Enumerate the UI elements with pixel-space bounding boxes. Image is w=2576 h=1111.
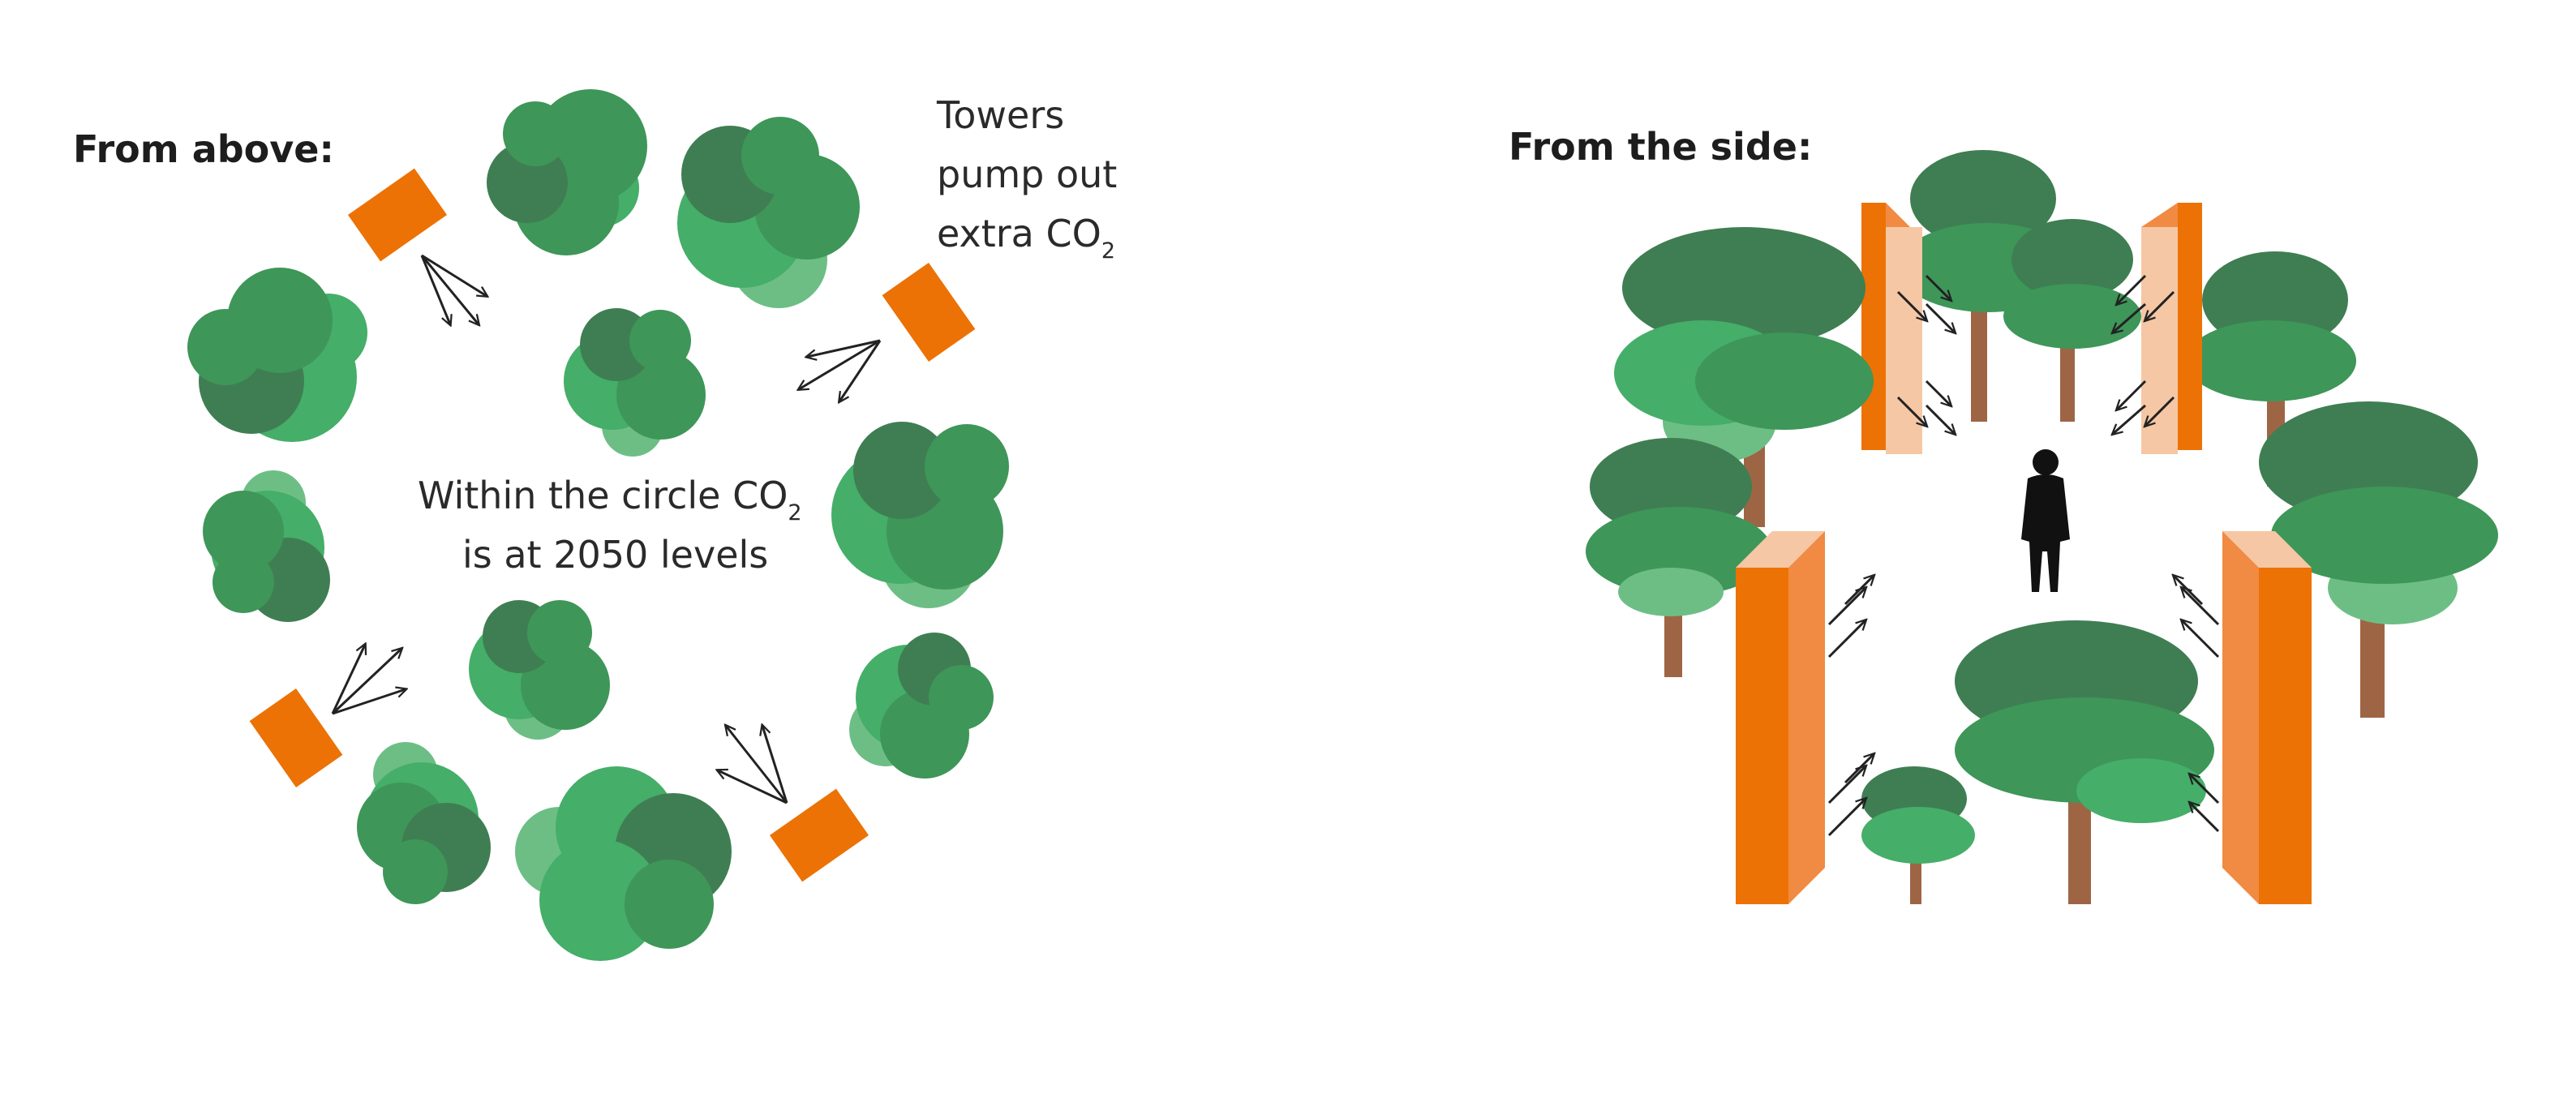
tree-icon	[1586, 438, 1772, 677]
arrow-icon	[420, 254, 487, 324]
person-icon	[2021, 449, 2070, 592]
circle-label-line1: Within the circle CO2	[418, 474, 802, 525]
tree-icon	[849, 633, 994, 779]
tower-icon	[1736, 531, 1825, 904]
tower-label-line1: Towers	[936, 93, 1064, 137]
tower-icon	[2222, 531, 2312, 904]
arrow-icon	[2174, 576, 2220, 833]
tower-label-line3: extra CO2	[937, 212, 1115, 264]
arrow-icon	[1827, 576, 1874, 837]
arrow-icon	[1896, 274, 1955, 434]
tree-icon	[2259, 401, 2498, 718]
tree-icon	[469, 600, 610, 740]
tree-icon	[487, 89, 647, 255]
tower-icon	[2141, 203, 2202, 454]
tower-icon	[249, 688, 343, 788]
tree-icon	[1861, 766, 1975, 904]
tree-icon	[357, 742, 491, 904]
arrow-icon	[331, 645, 406, 715]
tree-icon	[1614, 227, 1874, 527]
arrow-icon	[718, 726, 788, 804]
tower-icon	[769, 788, 869, 882]
tree-icon	[187, 268, 367, 442]
tree-icon	[515, 766, 732, 961]
tree-icon	[677, 117, 860, 308]
tower-label-line2: pump out	[937, 152, 1117, 196]
tree-icon	[2003, 219, 2141, 422]
arrow-icon	[2113, 274, 2175, 434]
tower-icon	[347, 168, 448, 262]
tree-icon	[1955, 620, 2214, 904]
tree-icon	[564, 308, 706, 457]
circle-label-line2: is at 2050 levels	[462, 533, 768, 577]
tree-icon	[831, 422, 1009, 608]
from-above-panel: From above:	[73, 89, 1117, 961]
from-the-side-panel: From the side:	[1509, 125, 2498, 904]
tree-icon	[203, 470, 330, 622]
tree-icon	[2186, 251, 2356, 487]
arrow-icon	[799, 339, 882, 401]
from-the-side-heading: From the side:	[1509, 125, 1812, 169]
from-above-heading: From above:	[73, 127, 334, 171]
tower-icon	[1861, 203, 1922, 454]
tower-icon	[882, 262, 976, 362]
